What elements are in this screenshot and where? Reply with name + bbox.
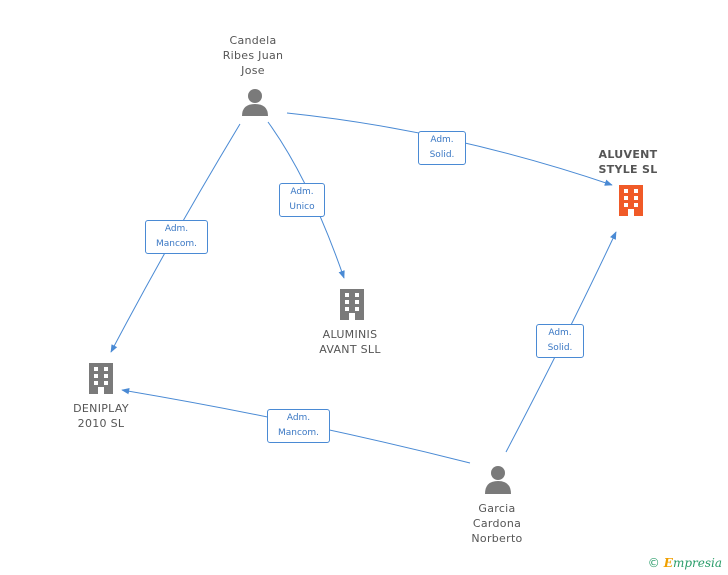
edge-label-candela-aluvent[interactable]: Adm. Solid. — [418, 131, 466, 165]
node-name-line: AVANT SLL — [319, 343, 381, 356]
node-aluvent-label[interactable]: ALUVENT STYLE SL — [583, 147, 673, 177]
node-name-line: Norberto — [471, 532, 523, 545]
edge-label-line: Unico — [289, 202, 315, 212]
brand-initial: E — [663, 556, 673, 570]
building-icon[interactable] — [616, 184, 646, 216]
edge-label-line: Mancom. — [277, 428, 320, 438]
node-name-line: Jose — [241, 64, 265, 77]
node-name-line: ALUVENT — [598, 148, 658, 161]
node-name-line: Ribes Juan — [222, 49, 284, 62]
edge-label-line: Adm. — [430, 135, 454, 145]
node-candela-label[interactable]: Candela Ribes Juan Jose — [205, 33, 301, 78]
node-name-line: ALUMINIS — [322, 328, 378, 341]
edge-label-garcia-deniplay[interactable]: Adm. Mancom. — [267, 409, 330, 443]
edge-label-candela-aluminis[interactable]: Adm. Unico — [279, 183, 325, 217]
edge-label-line: Solid. — [429, 150, 455, 160]
building-icon[interactable] — [340, 289, 364, 320]
edge-label-line: Adm. — [286, 413, 311, 423]
node-name-line: STYLE SL — [598, 163, 658, 176]
person-icon[interactable] — [242, 89, 268, 116]
edge-label-line: Adm. — [290, 187, 314, 197]
edge-label-line: Adm. — [164, 224, 189, 234]
copyright-notice: ©Empresia — [648, 556, 722, 570]
edge-label-line: Solid. — [547, 343, 573, 353]
node-name-line: 2010 SL — [77, 417, 125, 430]
node-garcia-label[interactable]: Garcia Cardona Norberto — [452, 501, 542, 546]
edge-label-line: Mancom. — [155, 239, 198, 249]
brand-name: mpresia — [672, 556, 722, 570]
copyright-icon: © — [647, 556, 660, 570]
node-name-line: Candela — [229, 34, 277, 47]
edge-label-garcia-aluvent[interactable]: Adm. Solid. — [536, 324, 584, 358]
node-name-line: Garcia — [478, 502, 516, 515]
node-deniplay-label[interactable]: DENIPLAY 2010 SL — [56, 401, 146, 431]
person-icon[interactable] — [485, 466, 511, 494]
edge-label-candela-deniplay[interactable]: Adm. Mancom. — [145, 220, 208, 254]
node-name-line: Cardona — [472, 517, 522, 530]
edge-label-line: Adm. — [548, 328, 572, 338]
node-name-line: DENIPLAY — [73, 402, 129, 415]
building-icon[interactable] — [89, 363, 113, 394]
node-aluminis-label[interactable]: ALUMINIS AVANT SLL — [305, 327, 395, 357]
